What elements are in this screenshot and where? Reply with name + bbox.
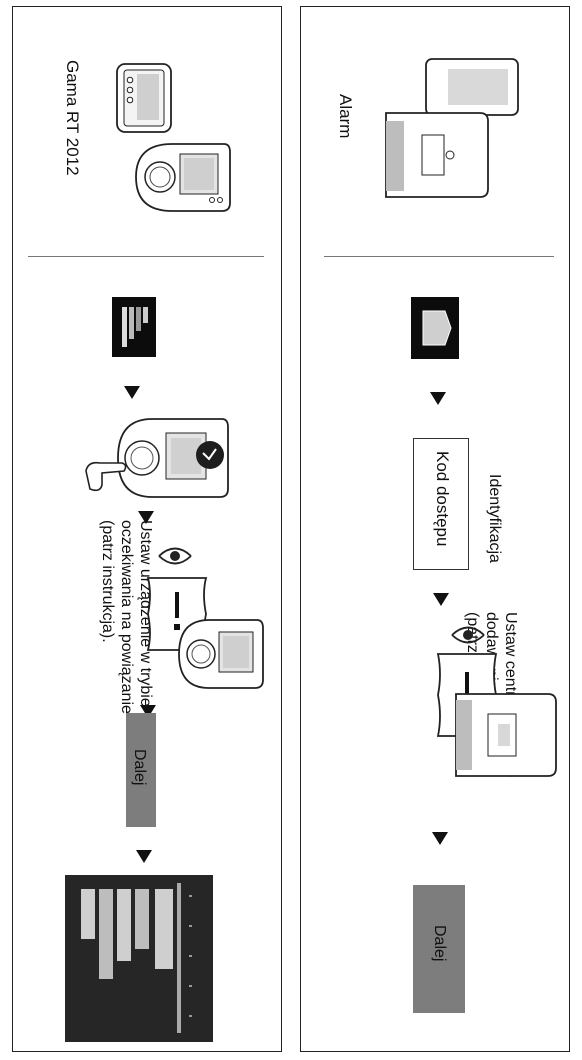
alarm-central-icon bbox=[452, 690, 560, 780]
app-tile-icon[interactable] bbox=[112, 297, 156, 357]
eye-icon bbox=[155, 543, 195, 569]
pointing-hand-icon bbox=[82, 413, 232, 503]
next-button-label: Dalej bbox=[430, 925, 448, 961]
next-button[interactable]: Dalej bbox=[413, 885, 465, 1013]
triangle-down-icon bbox=[124, 386, 140, 399]
next-button[interactable]: Dalej bbox=[126, 713, 156, 827]
access-code-field[interactable]: Kod dostępu bbox=[413, 438, 469, 570]
left-panel-title: Gama RT 2012 bbox=[63, 60, 82, 176]
home-app-tile-icon[interactable] bbox=[411, 297, 459, 359]
alarm-central-icon bbox=[378, 55, 528, 205]
step-text-line: (patrz instrukcja). bbox=[98, 520, 117, 714]
thermostat-icon bbox=[175, 616, 265, 692]
right-panel-title: Alarm bbox=[336, 94, 355, 138]
tablet-icon bbox=[115, 62, 173, 134]
triangle-down-icon bbox=[432, 832, 448, 845]
triangle-down-icon bbox=[136, 850, 152, 863]
triangle-down-icon bbox=[430, 392, 446, 405]
triangle-down-icon bbox=[433, 593, 449, 606]
eye-icon bbox=[448, 622, 488, 648]
schedule-screen-icon bbox=[65, 875, 213, 1042]
left-divider bbox=[28, 256, 264, 257]
step-text-line: oczekiwania na powiązanie bbox=[117, 520, 136, 714]
thermostat-icon bbox=[132, 140, 232, 215]
access-code-label: Kod dostępu bbox=[432, 451, 452, 546]
next-button-label: Dalej bbox=[130, 749, 148, 785]
ident-label: Identyfikacja bbox=[485, 474, 504, 563]
right-divider bbox=[324, 256, 554, 257]
